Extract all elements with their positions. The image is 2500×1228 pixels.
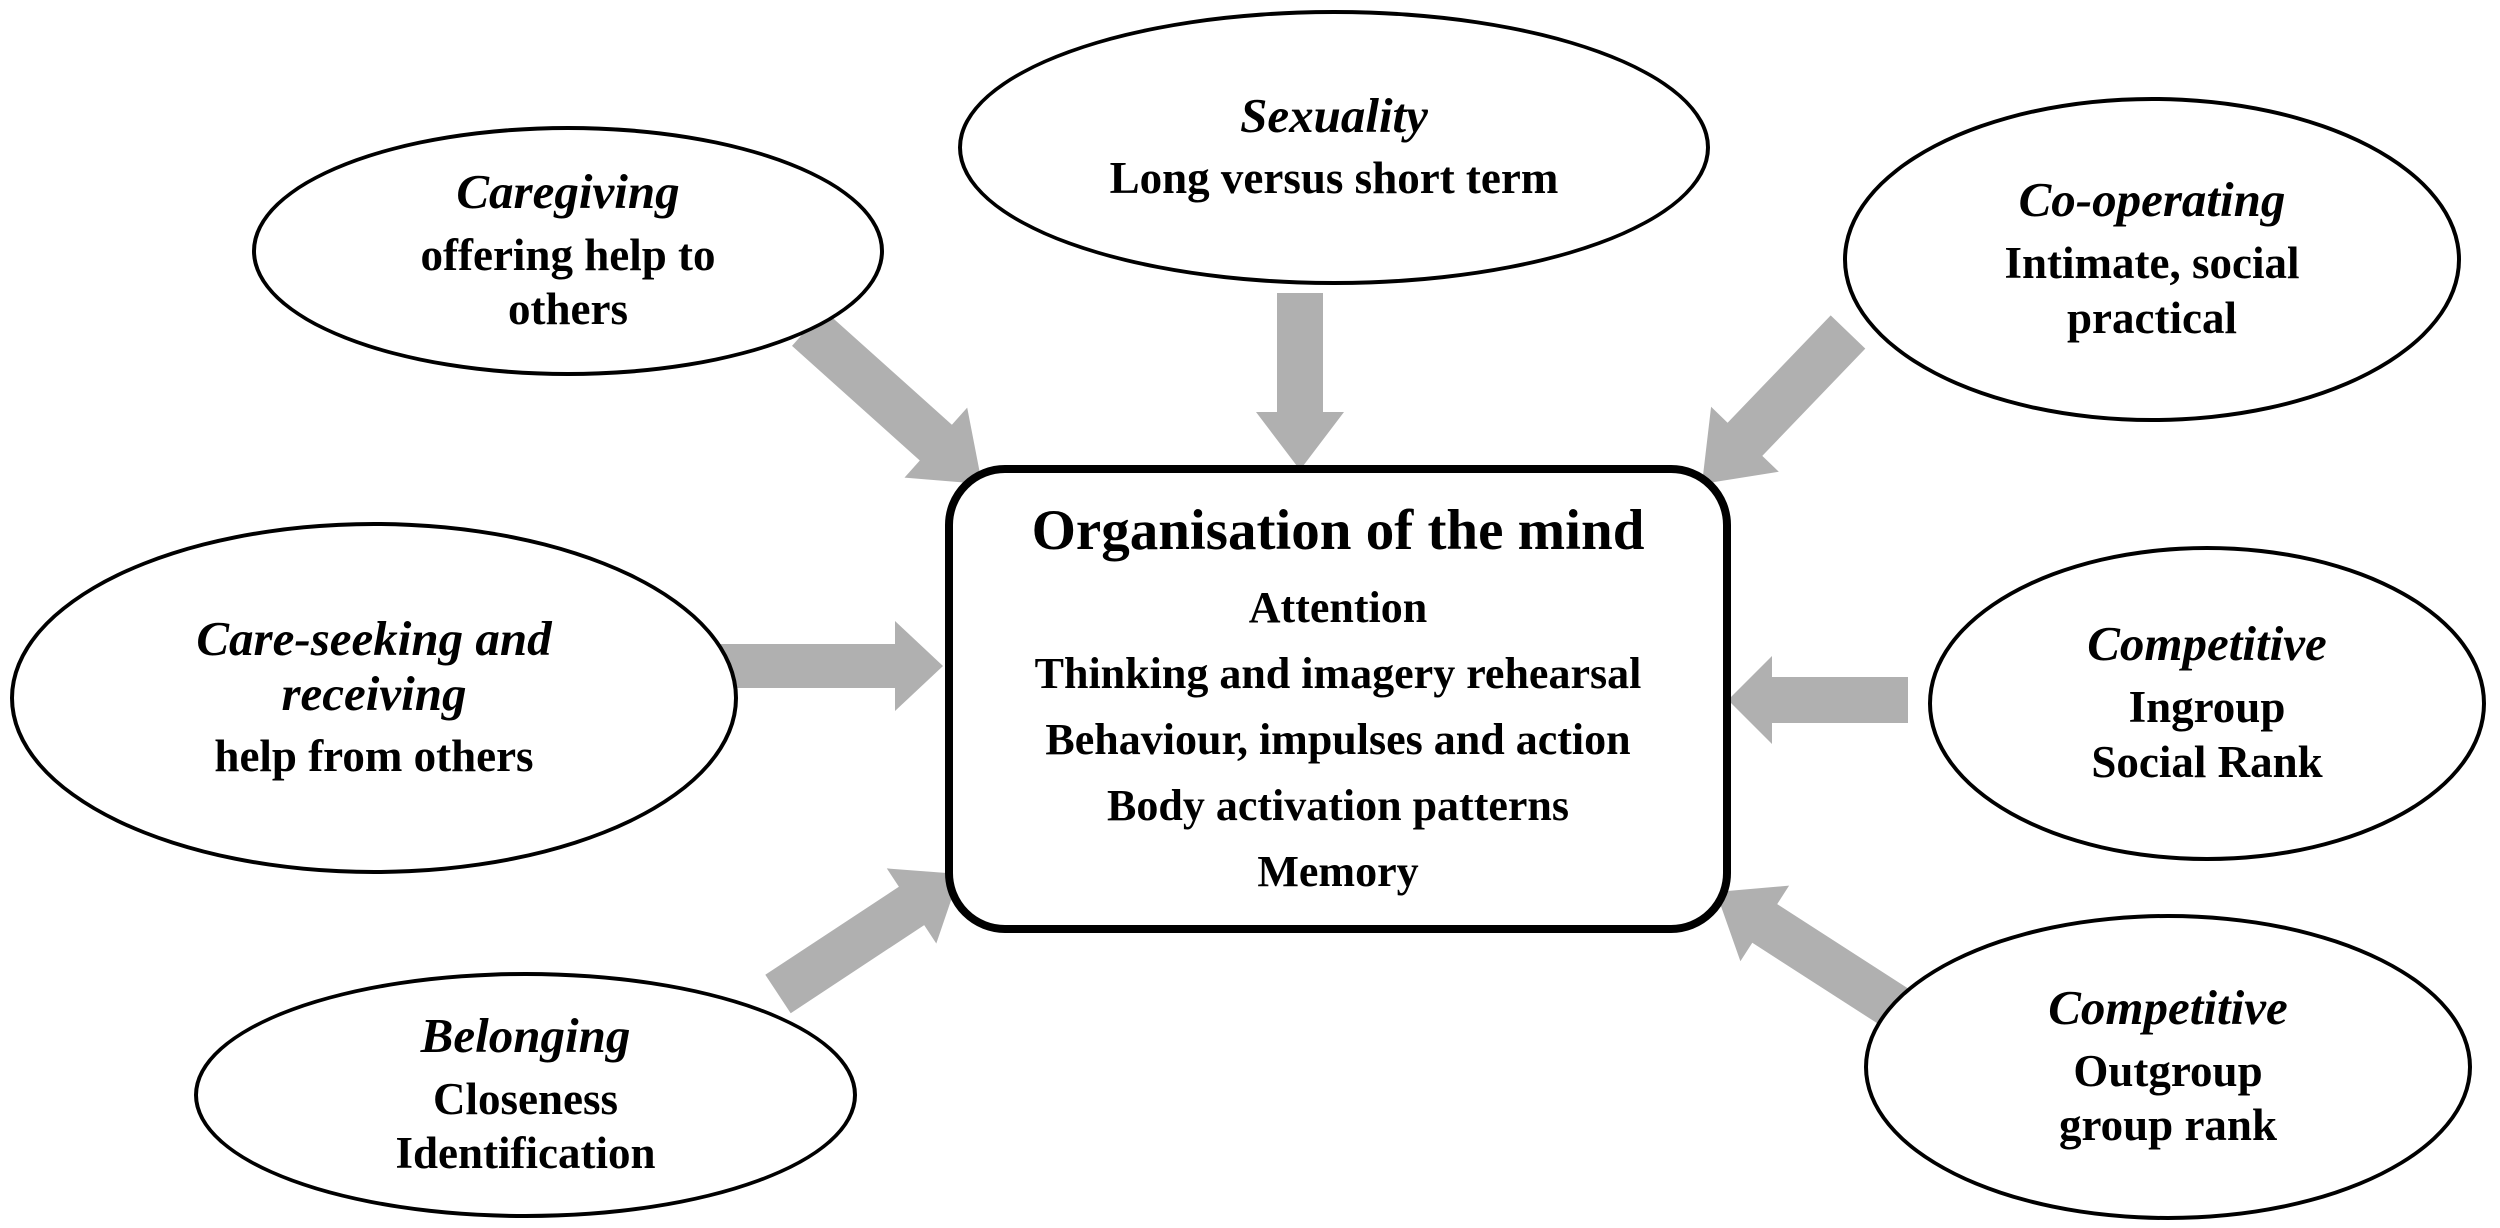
- center-box-item: Attention: [1248, 583, 1428, 632]
- node-caregiving-title: Caregiving: [456, 163, 680, 219]
- node-cooperating-title: Co-operating: [2018, 172, 2286, 228]
- node-sexuality-title: Sexuality: [1240, 87, 1428, 143]
- organisation-of-mind-box: Organisation of the mind Attention Think…: [945, 465, 1731, 933]
- node-competitive-outgroup-line: Outgroup: [2073, 1045, 2263, 1096]
- center-box-item: Thinking and imagery rehearsal: [1034, 649, 1642, 698]
- node-competitive-ingroup-line: Social Rank: [2091, 736, 2323, 787]
- node-competitive-ingroup-line: Ingroup: [2128, 682, 2286, 733]
- node-competitive-outgroup: Competitive Outgroup group rank: [1864, 914, 2472, 1220]
- node-caregiving: Caregiving offering help to others: [252, 126, 884, 376]
- arrow-caregiving-to-box: [792, 310, 982, 484]
- arrow-sexuality-to-box: [1256, 293, 1344, 470]
- node-sexuality: Sexuality Long versus short term: [958, 10, 1710, 285]
- center-box-item: Body activation patterns: [1107, 781, 1569, 830]
- node-competitive-ingroup: Competitive Ingroup Social Rank: [1928, 546, 2486, 861]
- node-competitive-outgroup-title: Competitive: [2048, 979, 2288, 1035]
- node-cooperating-line: practical: [2067, 292, 2237, 343]
- arrow-competitive-outgroup-to-box: [1716, 885, 1909, 1028]
- node-belonging-line: Closeness: [432, 1073, 618, 1124]
- node-cooperating-line: Intimate, social: [2004, 238, 2300, 289]
- node-care-seeking-line: help from others: [214, 731, 534, 782]
- node-competitive-ingroup-title: Competitive: [2087, 616, 2327, 672]
- node-sexuality-line: Long versus short term: [1109, 153, 1559, 204]
- center-box-item: Behaviour, impulses and action: [1045, 715, 1631, 764]
- center-box-title: Organisation of the mind: [1031, 499, 1645, 562]
- node-cooperating: Co-operating Intimate, social practical: [1843, 97, 2461, 422]
- node-caregiving-line: offering help to: [420, 229, 716, 280]
- arrow-care-seeking-to-box: [720, 621, 943, 711]
- arrow-belonging-to-box: [765, 868, 960, 1014]
- node-belonging-line: Identification: [395, 1128, 656, 1179]
- node-care-seeking-title: Care-seeking and receiving: [196, 610, 552, 721]
- node-belonging: Belonging Closeness Identification: [194, 972, 857, 1218]
- node-care-seeking: Care-seeking and receiving help from oth…: [10, 522, 738, 874]
- node-caregiving-line: others: [508, 284, 628, 335]
- center-box-item: Memory: [1257, 847, 1419, 896]
- arrow-competitive-ingroup-to-box: [1728, 656, 1908, 744]
- node-belonging-title: Belonging: [420, 1007, 631, 1063]
- node-competitive-outgroup-line: group rank: [2059, 1100, 2277, 1151]
- arrow-cooperating-to-box: [1702, 315, 1866, 484]
